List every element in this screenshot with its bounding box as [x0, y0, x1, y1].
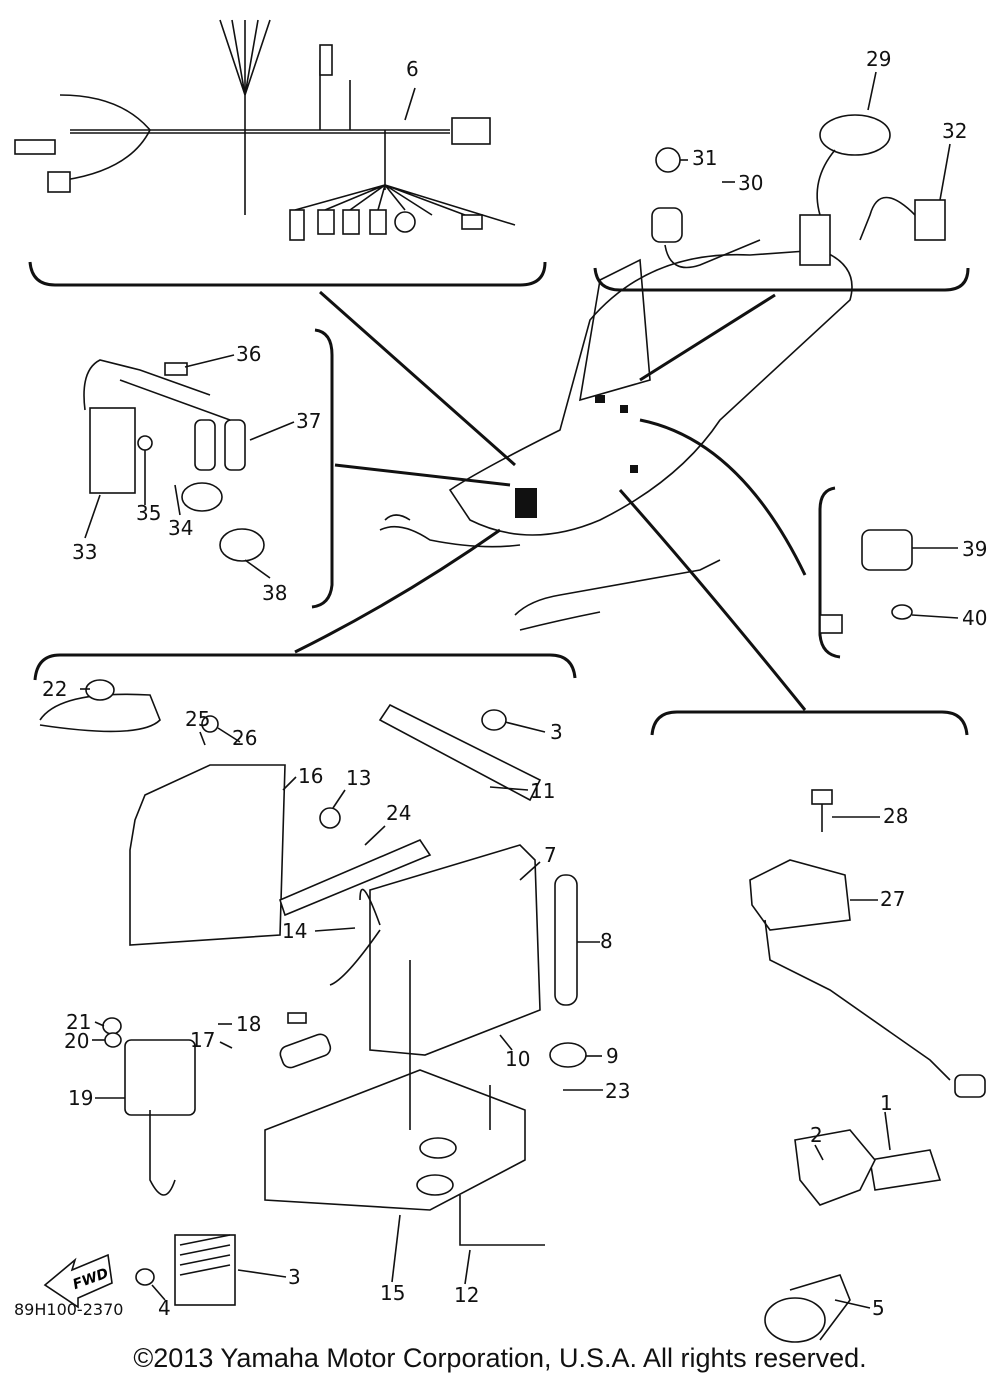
part-number-label: 12 — [454, 1283, 479, 1307]
leader-line — [332, 789, 346, 809]
part-number-label: 3 — [550, 720, 563, 744]
part-number-label: 23 — [605, 1079, 630, 1103]
part-number-label: 25 — [185, 707, 210, 731]
part-number-label: 10 — [505, 1047, 530, 1071]
leader-line — [151, 1284, 166, 1301]
part-number-label: 18 — [236, 1012, 261, 1036]
part-number-label: 2 — [810, 1123, 823, 1147]
leader-line — [249, 421, 295, 441]
leader-line — [184, 354, 235, 368]
part-number-label: 21 — [66, 1010, 91, 1034]
part-number-label: 39 — [962, 537, 987, 561]
leader-line — [314, 927, 356, 932]
leader-line — [834, 1299, 871, 1309]
panel-sensor — [650, 710, 969, 736]
leader-line — [499, 1034, 513, 1051]
part-number-label: 9 — [606, 1044, 619, 1068]
part-number-label: 8 — [600, 929, 613, 953]
part-number-label: 28 — [883, 804, 908, 828]
connector-lines — [294, 290, 807, 711]
leader-line — [489, 786, 529, 791]
part-number-label: 3 — [288, 1265, 301, 1289]
sensor-parts — [749, 789, 986, 1343]
part-number-label: 7 — [544, 843, 557, 867]
part-number-label: 16 — [298, 764, 323, 788]
part-number-label: 26 — [232, 726, 257, 750]
leader-line — [282, 776, 297, 791]
part-number-label: 35 — [136, 501, 161, 525]
part-number-label: 1 — [880, 1091, 893, 1115]
copyright-notice: ©2013 Yamaha Motor Corporation, U.S.A. A… — [133, 1343, 867, 1373]
part-number-label: 22 — [42, 677, 67, 701]
leader-line — [519, 861, 541, 881]
part-number-label: 31 — [692, 146, 717, 170]
leader-line — [94, 1021, 105, 1027]
part-number-label: 11 — [530, 779, 555, 803]
part-number-label: 14 — [282, 919, 307, 943]
part-number-label: 19 — [68, 1086, 93, 1110]
ignition-coil-parts — [83, 359, 265, 562]
part-number-label: 4 — [158, 1296, 171, 1320]
part-number-label: 27 — [880, 887, 905, 911]
panel-ignition-coil — [311, 328, 334, 609]
part-number-label: 34 — [168, 516, 193, 540]
part-number-label: 33 — [72, 540, 97, 564]
panel-battery — [33, 653, 577, 681]
part-number-label: 32 — [942, 119, 967, 143]
panel-wire-harness — [28, 261, 547, 287]
leader-line — [884, 1111, 891, 1151]
leader-line — [911, 614, 959, 619]
panel-condenser — [818, 486, 841, 659]
part-number-label: 15 — [380, 1281, 405, 1305]
part-number-label: 20 — [64, 1029, 89, 1053]
condenser-parts — [819, 529, 913, 634]
leader-line — [244, 559, 271, 579]
part-number-label: 30 — [738, 171, 763, 195]
leader-line — [219, 1041, 233, 1049]
leader-line — [237, 1269, 287, 1278]
part-number-label: 36 — [236, 342, 261, 366]
leader-line — [364, 825, 386, 846]
panel-outlines — [28, 261, 970, 736]
leader-line — [939, 143, 951, 201]
leader-line — [84, 494, 101, 539]
part-number-label: 17 — [190, 1028, 215, 1052]
leader-line — [174, 484, 181, 516]
part-number-label: 29 — [866, 47, 891, 71]
leader-line — [867, 71, 877, 111]
leader-line — [199, 731, 206, 746]
part-number-label: 37 — [296, 409, 321, 433]
drawing-code: 89H100-2370 — [14, 1300, 124, 1319]
snowmobile-illustration — [379, 249, 853, 631]
part-number-label: 6 — [406, 57, 419, 81]
leader-line — [391, 1214, 401, 1283]
battery-box-parts — [39, 679, 587, 1306]
part-number-label: 24 — [386, 801, 411, 825]
leader-line — [814, 1144, 824, 1161]
switch-parts — [651, 114, 946, 269]
part-number-label: 13 — [346, 766, 371, 790]
leader-line — [464, 1249, 471, 1285]
panel-switches — [593, 267, 970, 292]
part-number-label: 40 — [962, 606, 987, 630]
leader-line — [404, 87, 416, 121]
leader-line — [217, 727, 241, 743]
part-number-label: 5 — [872, 1296, 885, 1320]
leader-line — [504, 721, 546, 733]
part-number-label: 38 — [262, 581, 287, 605]
wire-harness — [14, 19, 516, 241]
